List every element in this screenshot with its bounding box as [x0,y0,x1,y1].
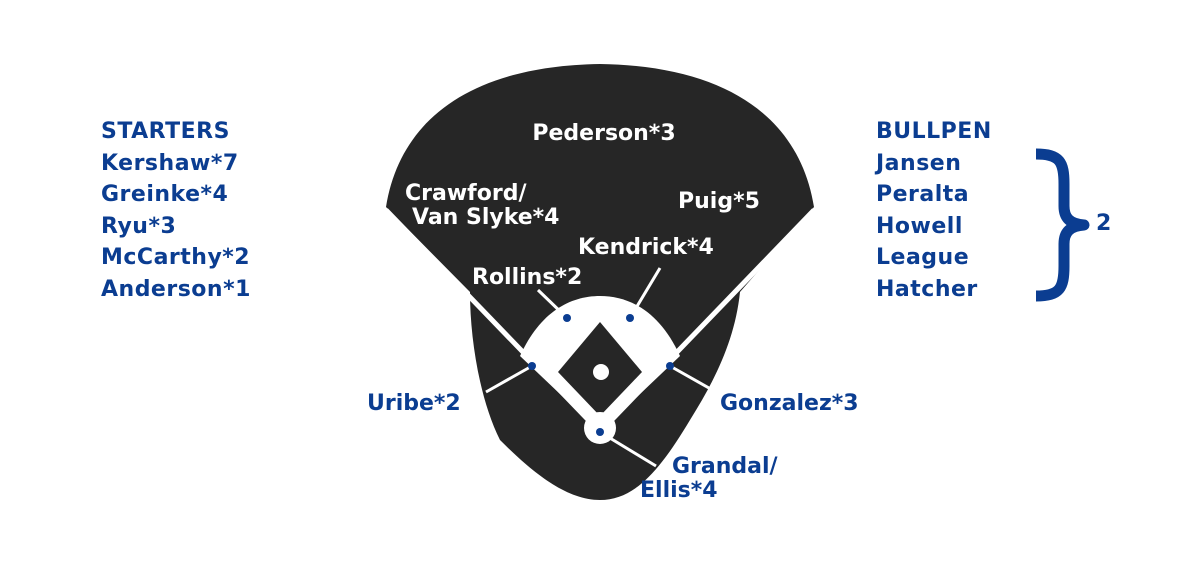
catcher-label-line2: Ellis*4 [640,478,718,503]
field-shape [386,64,814,500]
starters-header: STARTERS [101,119,230,144]
center-field-label: Pederson*3 [532,121,675,146]
second-base-pointer [628,267,662,319]
third-base-pointer [485,364,533,394]
first-base-pointer [669,364,717,394]
catcher-marker [596,428,604,436]
second-base-marker [626,314,634,322]
catcher-label-line1: Grandal/ [672,454,779,479]
left-field-label-line2: Van Slyke*4 [412,205,560,230]
starter-item: Greinke*4 [101,182,229,207]
bullpen-item: Jansen [876,150,962,176]
bullpen-header: BULLPEN [876,119,992,144]
starter-item: Ryu*3 [101,213,177,239]
catcher-pointer [599,430,657,468]
pitchers-mound [593,364,609,380]
first-base-marker [666,362,674,370]
first-base-label: Gonzalez*3 [720,391,859,416]
shortstop-marker [563,314,571,322]
right-field-label: Puig*5 [678,189,760,214]
starter-item: McCarthy*2 [101,245,251,270]
starter-item: Anderson*1 [101,276,251,302]
bullpen-item: Howell [876,213,963,239]
third-base-label: Uribe*2 [367,391,461,416]
bullpen-item: Hatcher [876,276,978,302]
bullpen-item: Peralta [876,182,970,207]
third-base-marker [528,362,536,370]
shortstop-pointer [536,288,569,320]
bullpen-item: League [876,245,970,270]
bullpen-count: 2 [1096,211,1112,236]
second-base-label: Kendrick*4 [578,235,714,260]
shortstop-label: Rollins*2 [472,265,582,290]
starters-list: STARTERS Kershaw*7 Greinke*4 Ryu*3 McCar… [101,116,251,305]
curly-brace-icon [1035,148,1090,302]
bullpen-list: BULLPEN Jansen Peralta Howell League Hat… [876,116,992,305]
starter-item: Kershaw*7 [101,150,239,176]
left-field-label-line1: Crawford/ [405,181,527,206]
